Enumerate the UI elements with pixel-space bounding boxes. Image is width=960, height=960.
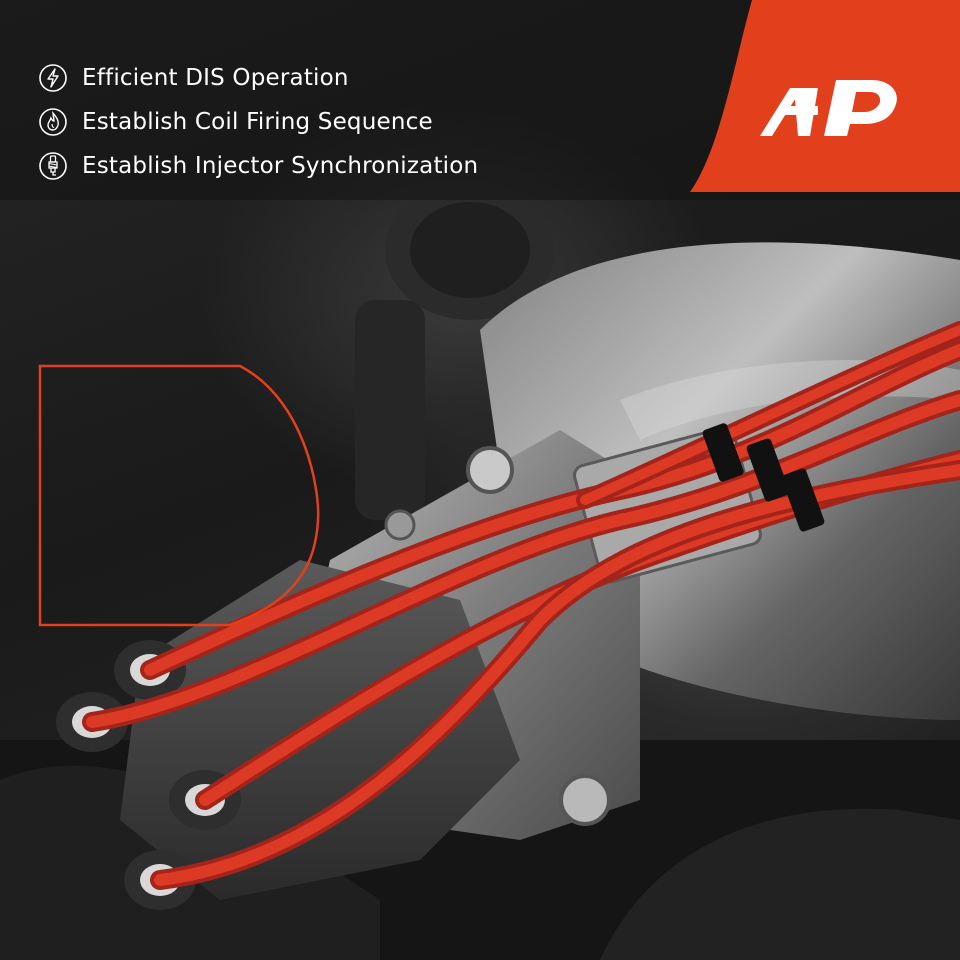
lightning-bolt-icon <box>39 64 67 92</box>
wire-separators <box>702 423 825 532</box>
feature-label: Establish Coil Firing Sequence <box>82 109 433 135</box>
feature-label: Efficient DIS Operation <box>82 65 349 91</box>
wire <box>86 394 960 728</box>
pipe <box>355 300 425 520</box>
spark-plug-icon <box>39 152 67 180</box>
feature-label: Establish Injector Synchronization <box>82 153 479 179</box>
feature-item: Establish Coil Firing Sequence <box>38 100 478 144</box>
feature-item: Efficient DIS Operation <box>38 56 478 100</box>
air-filter <box>410 202 530 298</box>
spark-plug-wires <box>82 321 960 890</box>
bolt <box>559 774 611 826</box>
bolt <box>384 509 416 541</box>
bolt <box>466 446 514 494</box>
wire <box>154 464 960 886</box>
brand-logo <box>690 0 960 192</box>
wire <box>580 325 960 505</box>
flame-icon <box>39 108 67 136</box>
feature-item: Establish Injector Synchronization <box>38 144 478 188</box>
background-hose <box>600 808 960 960</box>
feature-list: Efficient DIS Operation Establish Coil F… <box>38 56 478 188</box>
